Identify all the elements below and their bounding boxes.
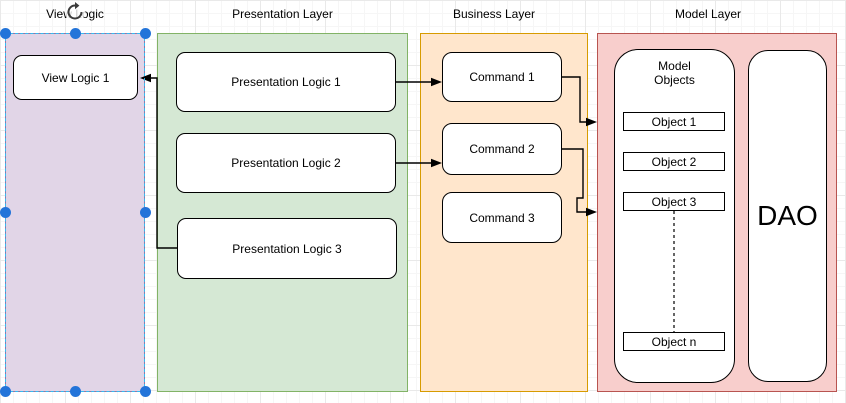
connector-presentation-logic-3-to-view-logic-1[interactable] (150, 77, 177, 249)
node-label: Command 1 (469, 70, 535, 84)
node-object-3[interactable]: Object 3 (623, 192, 725, 211)
node-label: Model Objects (654, 59, 695, 87)
selection-handle-bottom-left[interactable] (0, 385, 11, 397)
selection-handle-top-right[interactable] (139, 27, 151, 39)
node-dao[interactable]: DAO (748, 50, 827, 382)
node-label: Presentation Logic 2 (231, 156, 341, 170)
node-object-1[interactable]: Object 1 (623, 112, 725, 131)
node-object-n[interactable]: Object n (623, 332, 725, 351)
node-label: Object n (651, 334, 697, 349)
container-title-presentation-layer: Presentation Layer (232, 7, 333, 21)
node-view-logic-1[interactable]: View Logic 1 (13, 55, 138, 100)
connector-command-1-to-model-layer[interactable] (562, 76, 587, 123)
node-presentation-logic-3[interactable]: Presentation Logic 3 (177, 218, 397, 279)
rotate-icon[interactable] (64, 1, 86, 23)
node-label: Object 1 (651, 114, 697, 129)
node-command-1[interactable]: Command 1 (442, 52, 562, 102)
node-presentation-logic-1[interactable]: Presentation Logic 1 (176, 52, 396, 112)
connector-command-2-to-model-layer[interactable] (562, 148, 587, 213)
container-title-business-layer: Business Layer (452, 7, 536, 21)
node-command-2[interactable]: Command 2 (442, 123, 562, 175)
node-object-2[interactable]: Object 2 (623, 152, 725, 171)
node-label: Object 3 (651, 194, 697, 209)
node-label: Presentation Logic 3 (232, 241, 342, 256)
selection-handle-bottom-center[interactable] (69, 385, 81, 397)
selection-handle-middle-left[interactable] (0, 206, 11, 218)
container-title-model-layer: Model Layer (674, 7, 742, 21)
node-presentation-logic-2[interactable]: Presentation Logic 2 (176, 133, 396, 193)
node-label: Presentation Logic 1 (231, 75, 341, 89)
node-label: DAO (757, 200, 818, 231)
node-label: View Logic 1 (41, 70, 110, 85)
node-command-3[interactable]: Command 3 (442, 192, 562, 243)
selection-handle-top-center[interactable] (69, 27, 81, 39)
selection-handle-middle-right[interactable] (139, 206, 151, 218)
node-label: Object 2 (651, 154, 697, 169)
node-label: Command 2 (469, 142, 535, 156)
selection-handle-top-left[interactable] (0, 27, 11, 39)
node-label: Command 3 (469, 210, 535, 225)
selection-handle-bottom-right[interactable] (139, 385, 151, 397)
